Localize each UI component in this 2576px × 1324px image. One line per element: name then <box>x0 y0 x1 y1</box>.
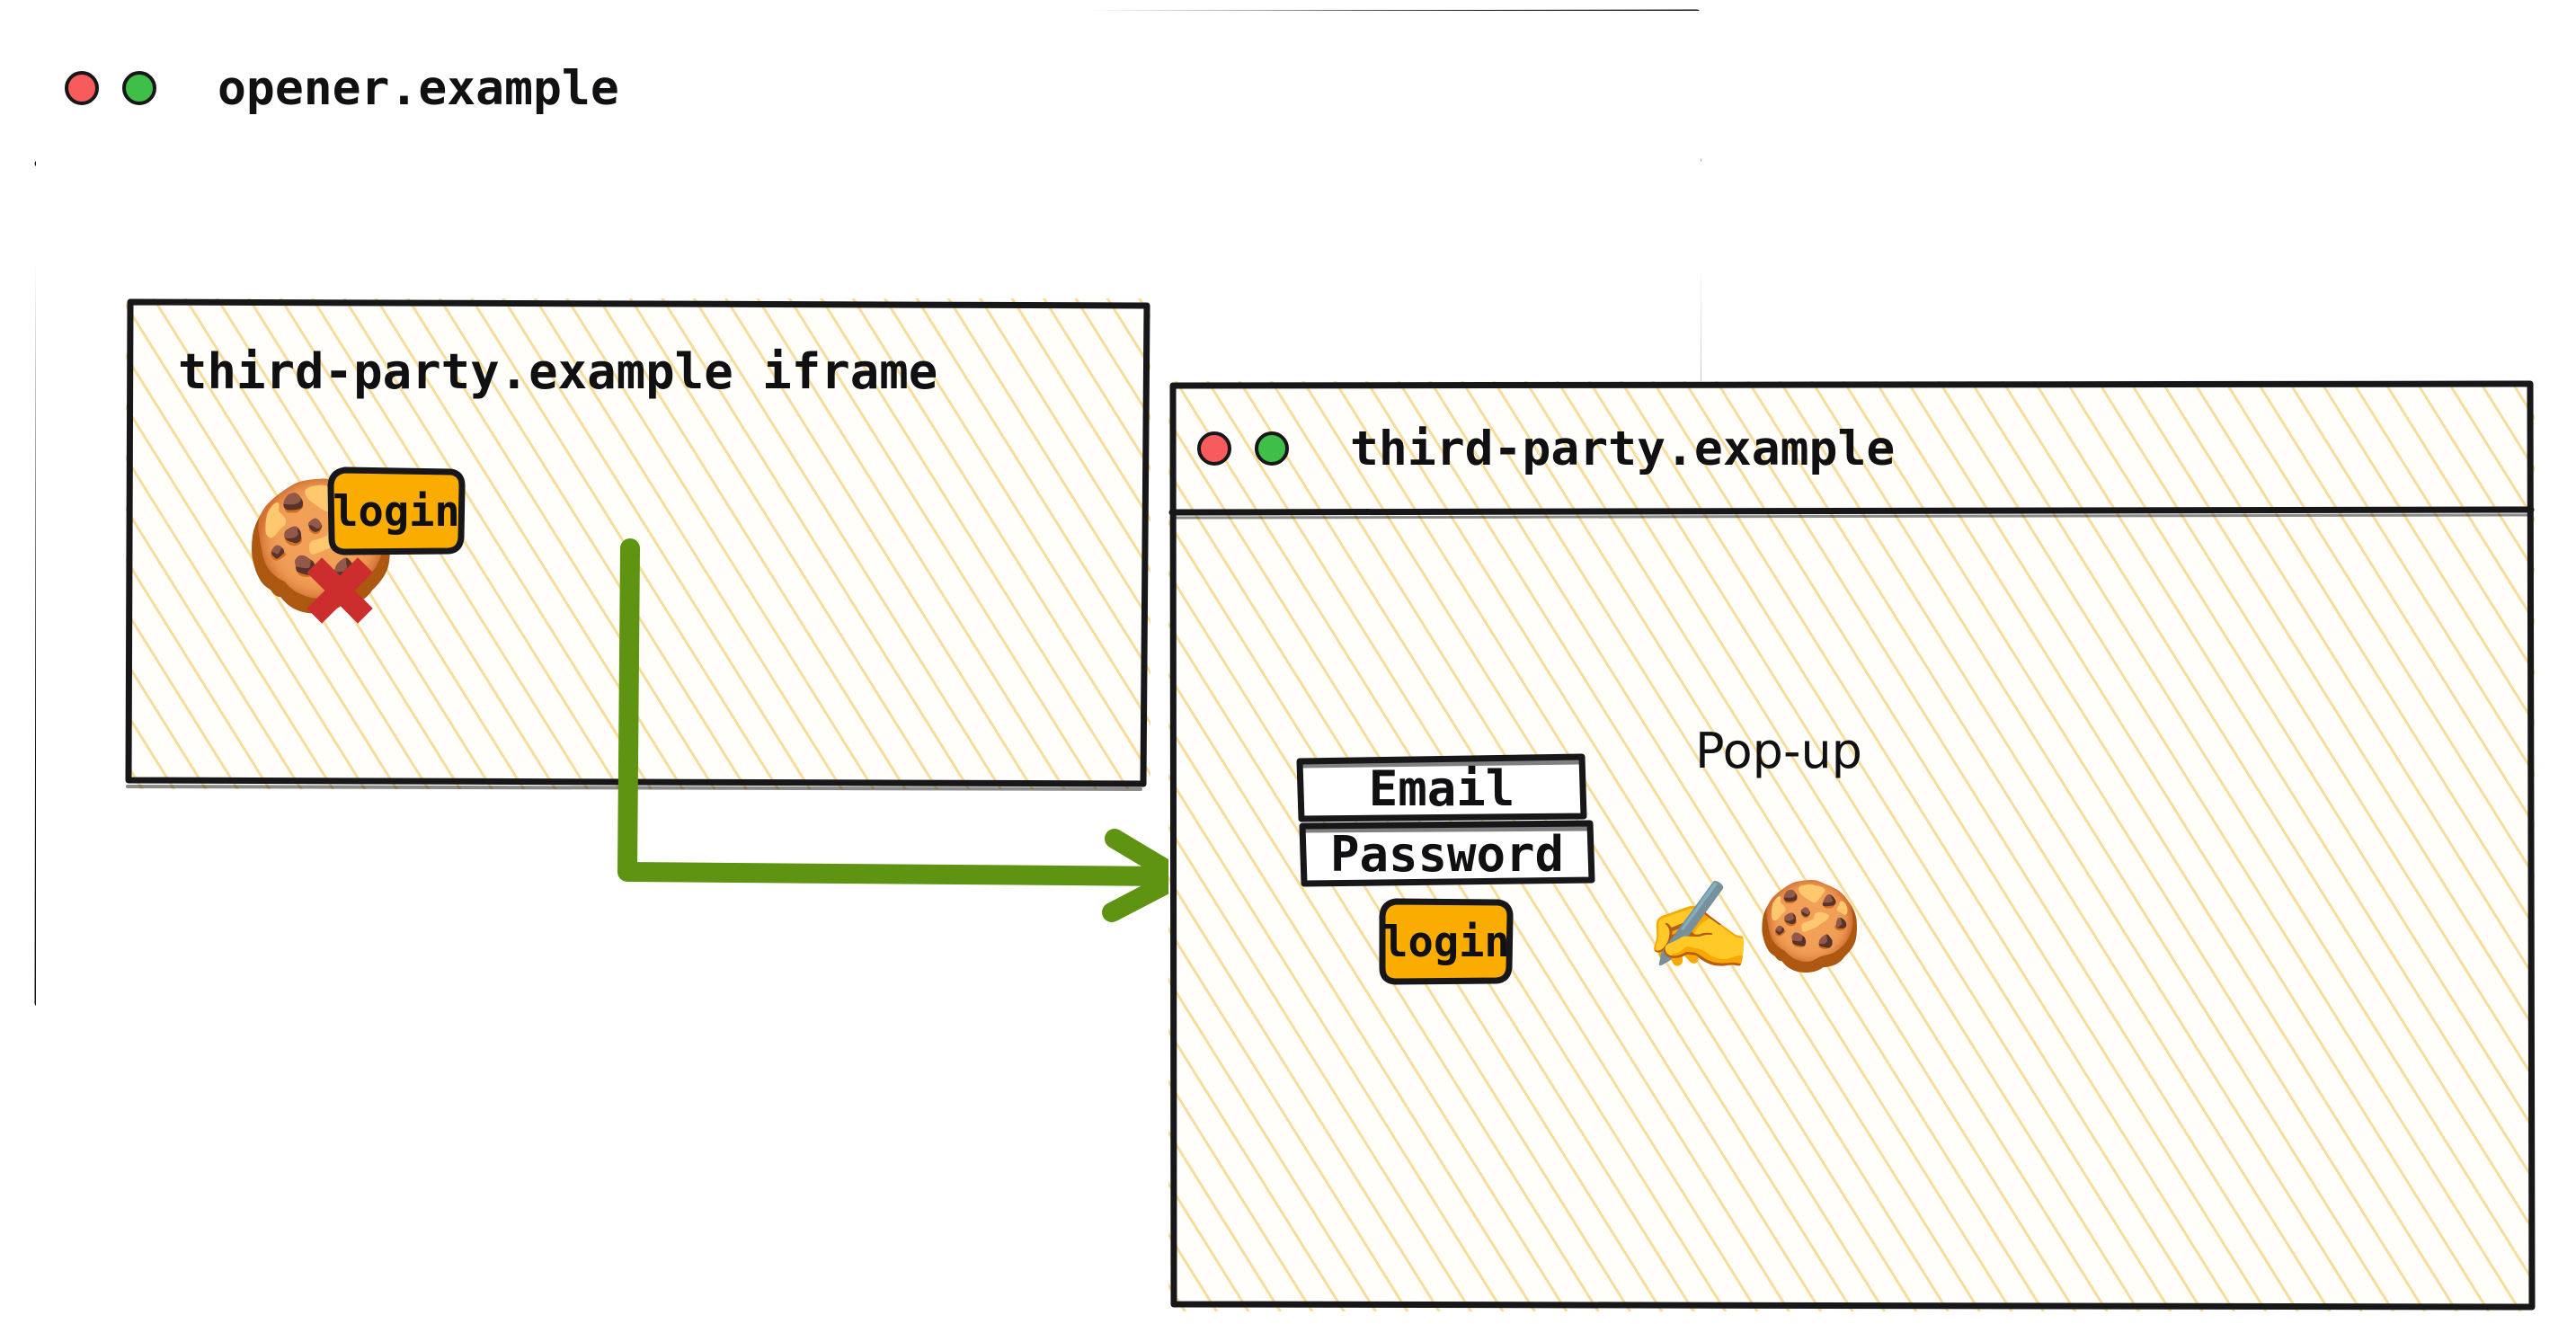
opener-title-bar: opener.example <box>36 11 1701 165</box>
email-field-label: Email <box>1368 760 1515 817</box>
iframe-title-label: third-party.example iframe <box>178 343 938 400</box>
iframe-login-button-face <box>331 471 462 552</box>
popup-title-bar: third-party.example <box>1168 381 2535 516</box>
password-field[interactable]: Password <box>1299 820 1595 887</box>
email-field[interactable]: Email <box>1296 753 1587 822</box>
popup-window-body: Email Password login Pop-up <box>1168 516 2535 1311</box>
popup-login-button[interactable]: login <box>1379 898 1514 985</box>
password-field-label: Password <box>1329 825 1565 883</box>
cross-mark-icon: ✖ <box>298 535 382 650</box>
cookie-written-indicator: ✍️ 🍪 <box>1645 883 1863 969</box>
popup-login-button-label: login <box>1382 917 1510 967</box>
opener-traffic-lights <box>65 71 156 105</box>
popup-traffic-lights <box>1197 431 1289 466</box>
cookie-icon: 🍪 <box>1755 875 1864 976</box>
popup-browser-window: third-party.example Email Password <box>1168 380 2536 1311</box>
popup-window-title: third-party.example <box>1350 421 1896 476</box>
writing-hand-icon: ✍️ <box>1645 875 1753 976</box>
popup-annotation-label: Pop-up <box>1695 723 1862 779</box>
iframe-login-button[interactable]: login <box>327 467 466 555</box>
popup-maximize-dot[interactable] <box>1255 431 1289 466</box>
popup-close-dot[interactable] <box>1197 431 1231 466</box>
iframe-login-button-label: login <box>333 486 460 537</box>
opener-maximize-dot[interactable] <box>122 71 156 105</box>
opener-close-dot[interactable] <box>65 71 99 105</box>
popup-login-button-face <box>1382 902 1510 982</box>
opener-window-title: opener.example <box>218 60 619 116</box>
third-party-iframe: third-party.example iframe 🍪 ✖ login <box>125 298 1150 791</box>
